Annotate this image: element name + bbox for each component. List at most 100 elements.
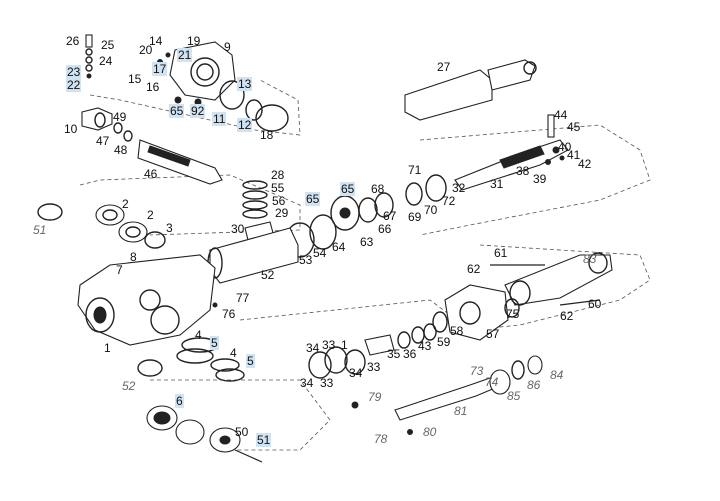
part-number-label-67: 67 [383,209,397,223]
part-number-label-44: 44 [554,108,568,122]
ring-34a [308,351,332,379]
part-number-label-7: 7 [116,263,123,277]
housing-57 [444,284,509,341]
part-number-label-1b: 1 [341,338,348,352]
ring-49 [113,122,123,134]
part-number-label-27: 27 [437,60,451,74]
part-number-label-19: 19 [187,34,201,48]
part-number-label-73: 73 [470,364,484,378]
part-number-label-26: 26 [66,34,80,48]
part-number-label-66: 66 [378,222,392,236]
part-number-label-62b: 62 [560,309,574,323]
part-number-label-1: 1 [104,341,111,355]
part-number-label-75: 75 [506,307,520,321]
part-number-label-74: 74 [485,375,499,389]
shaft-46 [137,139,223,185]
bolt-60 [559,299,601,306]
part-number-label-12: 12 [237,118,253,132]
part-number-label-71: 71 [408,163,422,177]
part-number-label-22: 22 [66,78,82,92]
part-number-label-11: 11 [212,112,227,126]
ring-5b [215,368,245,382]
part-number-label-40: 40 [558,140,572,154]
part-number-label-52: 52 [261,268,275,282]
seal [175,419,205,445]
part-number-label-30: 30 [231,222,245,236]
part-number-label-34b: 34 [349,366,363,380]
ring-85 [511,360,525,380]
part-number-label-36: 36 [403,347,417,361]
part-number-label-34a: 34 [306,341,320,355]
ring-28 [242,180,268,190]
part-number-label-57: 57 [486,327,500,341]
part-number-label-35: 35 [387,347,401,361]
part-number-label-50: 50 [235,425,249,439]
part-number-label-85: 85 [507,389,521,403]
ring-5a [176,348,214,364]
part-number-label-47: 47 [96,134,110,148]
ring-33a [324,346,348,374]
part-number-label-25: 25 [101,38,115,52]
bolt-stack [85,34,93,79]
ring-66 [358,197,378,223]
ring-59 [423,323,437,341]
housing-83 [504,252,613,306]
part-number-label-33c: 33 [320,376,334,390]
bearing-6 [146,405,178,431]
ring-43 [411,326,425,344]
part-number-label-61: 61 [494,246,508,260]
part-number-label-28: 28 [271,168,285,182]
part-number-label-56: 56 [272,194,286,208]
part-number-label-54: 54 [313,246,327,260]
ring-11 [245,99,263,121]
part-number-label-16: 16 [146,80,160,94]
part-number-label-13: 13 [237,77,253,91]
part-number-label-83: 83 [583,252,597,266]
part-number-label-64: 64 [332,240,346,254]
part-number-label-59: 59 [437,335,451,349]
part-number-label-14: 14 [149,34,163,48]
part-number-label-41: 41 [567,148,581,162]
part-number-label-49: 49 [113,110,127,124]
part-number-label-29: 29 [275,206,289,220]
part-number-label-8: 8 [130,250,137,264]
part-number-label-2a: 2 [122,197,129,211]
part-number-label-15: 15 [128,72,142,86]
nut-51 [209,427,263,463]
bushing-10 [81,107,113,131]
part-number-label-17: 17 [152,62,168,76]
ring-13 [219,80,245,110]
part-number-label-77: 77 [236,291,250,305]
worm-shaft-31 [454,114,569,191]
ring-54 [309,214,337,250]
part-number-label-65c: 65 [340,182,356,196]
housing-1 [77,254,218,346]
part-number-label-92: 92 [190,104,206,118]
outline-right-housing [469,244,651,331]
part-number-label-38: 38 [516,164,530,178]
part-number-label-21: 21 [177,48,193,62]
outline-bottom [150,379,331,451]
part-number-label-65b: 65 [305,192,321,206]
part-number-label-70: 70 [424,203,438,217]
boot-27 [404,59,537,121]
part-number-label-2b: 2 [147,208,154,222]
part-number-label-4b: 4 [230,346,237,360]
part-number-label-52i: 52 [122,379,136,393]
part-number-label-72: 72 [442,194,456,208]
part-number-label-63: 63 [360,235,374,249]
ring-3 [144,231,166,249]
ring-67 [374,192,394,218]
outline-upper-mid [79,174,301,236]
part-number-label-39: 39 [533,172,547,186]
ring-51 [37,203,63,221]
ring-34b [344,349,366,375]
part-number-label-23: 23 [66,65,82,79]
part-number-label-51a: 51 [33,223,47,237]
part-number-label-4a: 4 [195,328,202,342]
bearing-2a [95,204,125,226]
part-number-label-34c: 34 [300,376,314,390]
part-number-label-68: 68 [371,182,385,196]
